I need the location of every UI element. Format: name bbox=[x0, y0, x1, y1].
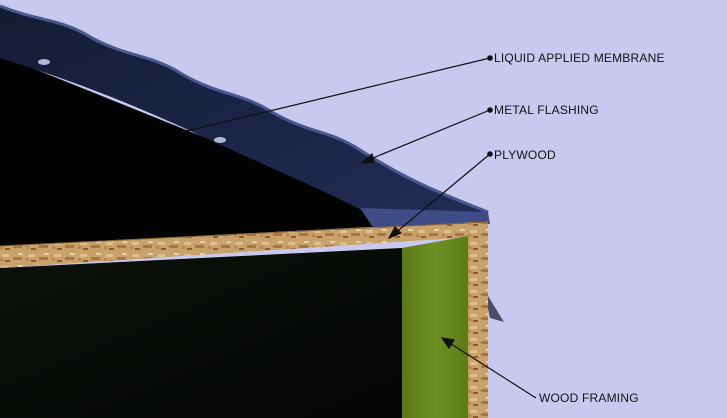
wood-framing-panel bbox=[402, 236, 468, 418]
callout-liquid-applied-membrane: LIQUID APPLIED MEMBRANE bbox=[494, 51, 665, 65]
callout-metal-flashing: METAL FLASHING bbox=[494, 103, 599, 117]
leader-plywood-dot bbox=[488, 152, 492, 156]
fastener-2 bbox=[214, 137, 226, 143]
callout-plywood: PLYWOOD bbox=[494, 148, 556, 162]
metal-flashing-drip bbox=[486, 296, 504, 322]
fastener-1 bbox=[38, 59, 50, 65]
leader-flashing-dot bbox=[488, 108, 492, 112]
callout-wood-framing: WOOD FRAMING bbox=[539, 391, 639, 405]
wall-interior bbox=[0, 248, 402, 418]
leader-membrane-dot bbox=[488, 56, 492, 60]
leader-flashing bbox=[368, 110, 490, 160]
plywood-fascia bbox=[468, 222, 488, 418]
